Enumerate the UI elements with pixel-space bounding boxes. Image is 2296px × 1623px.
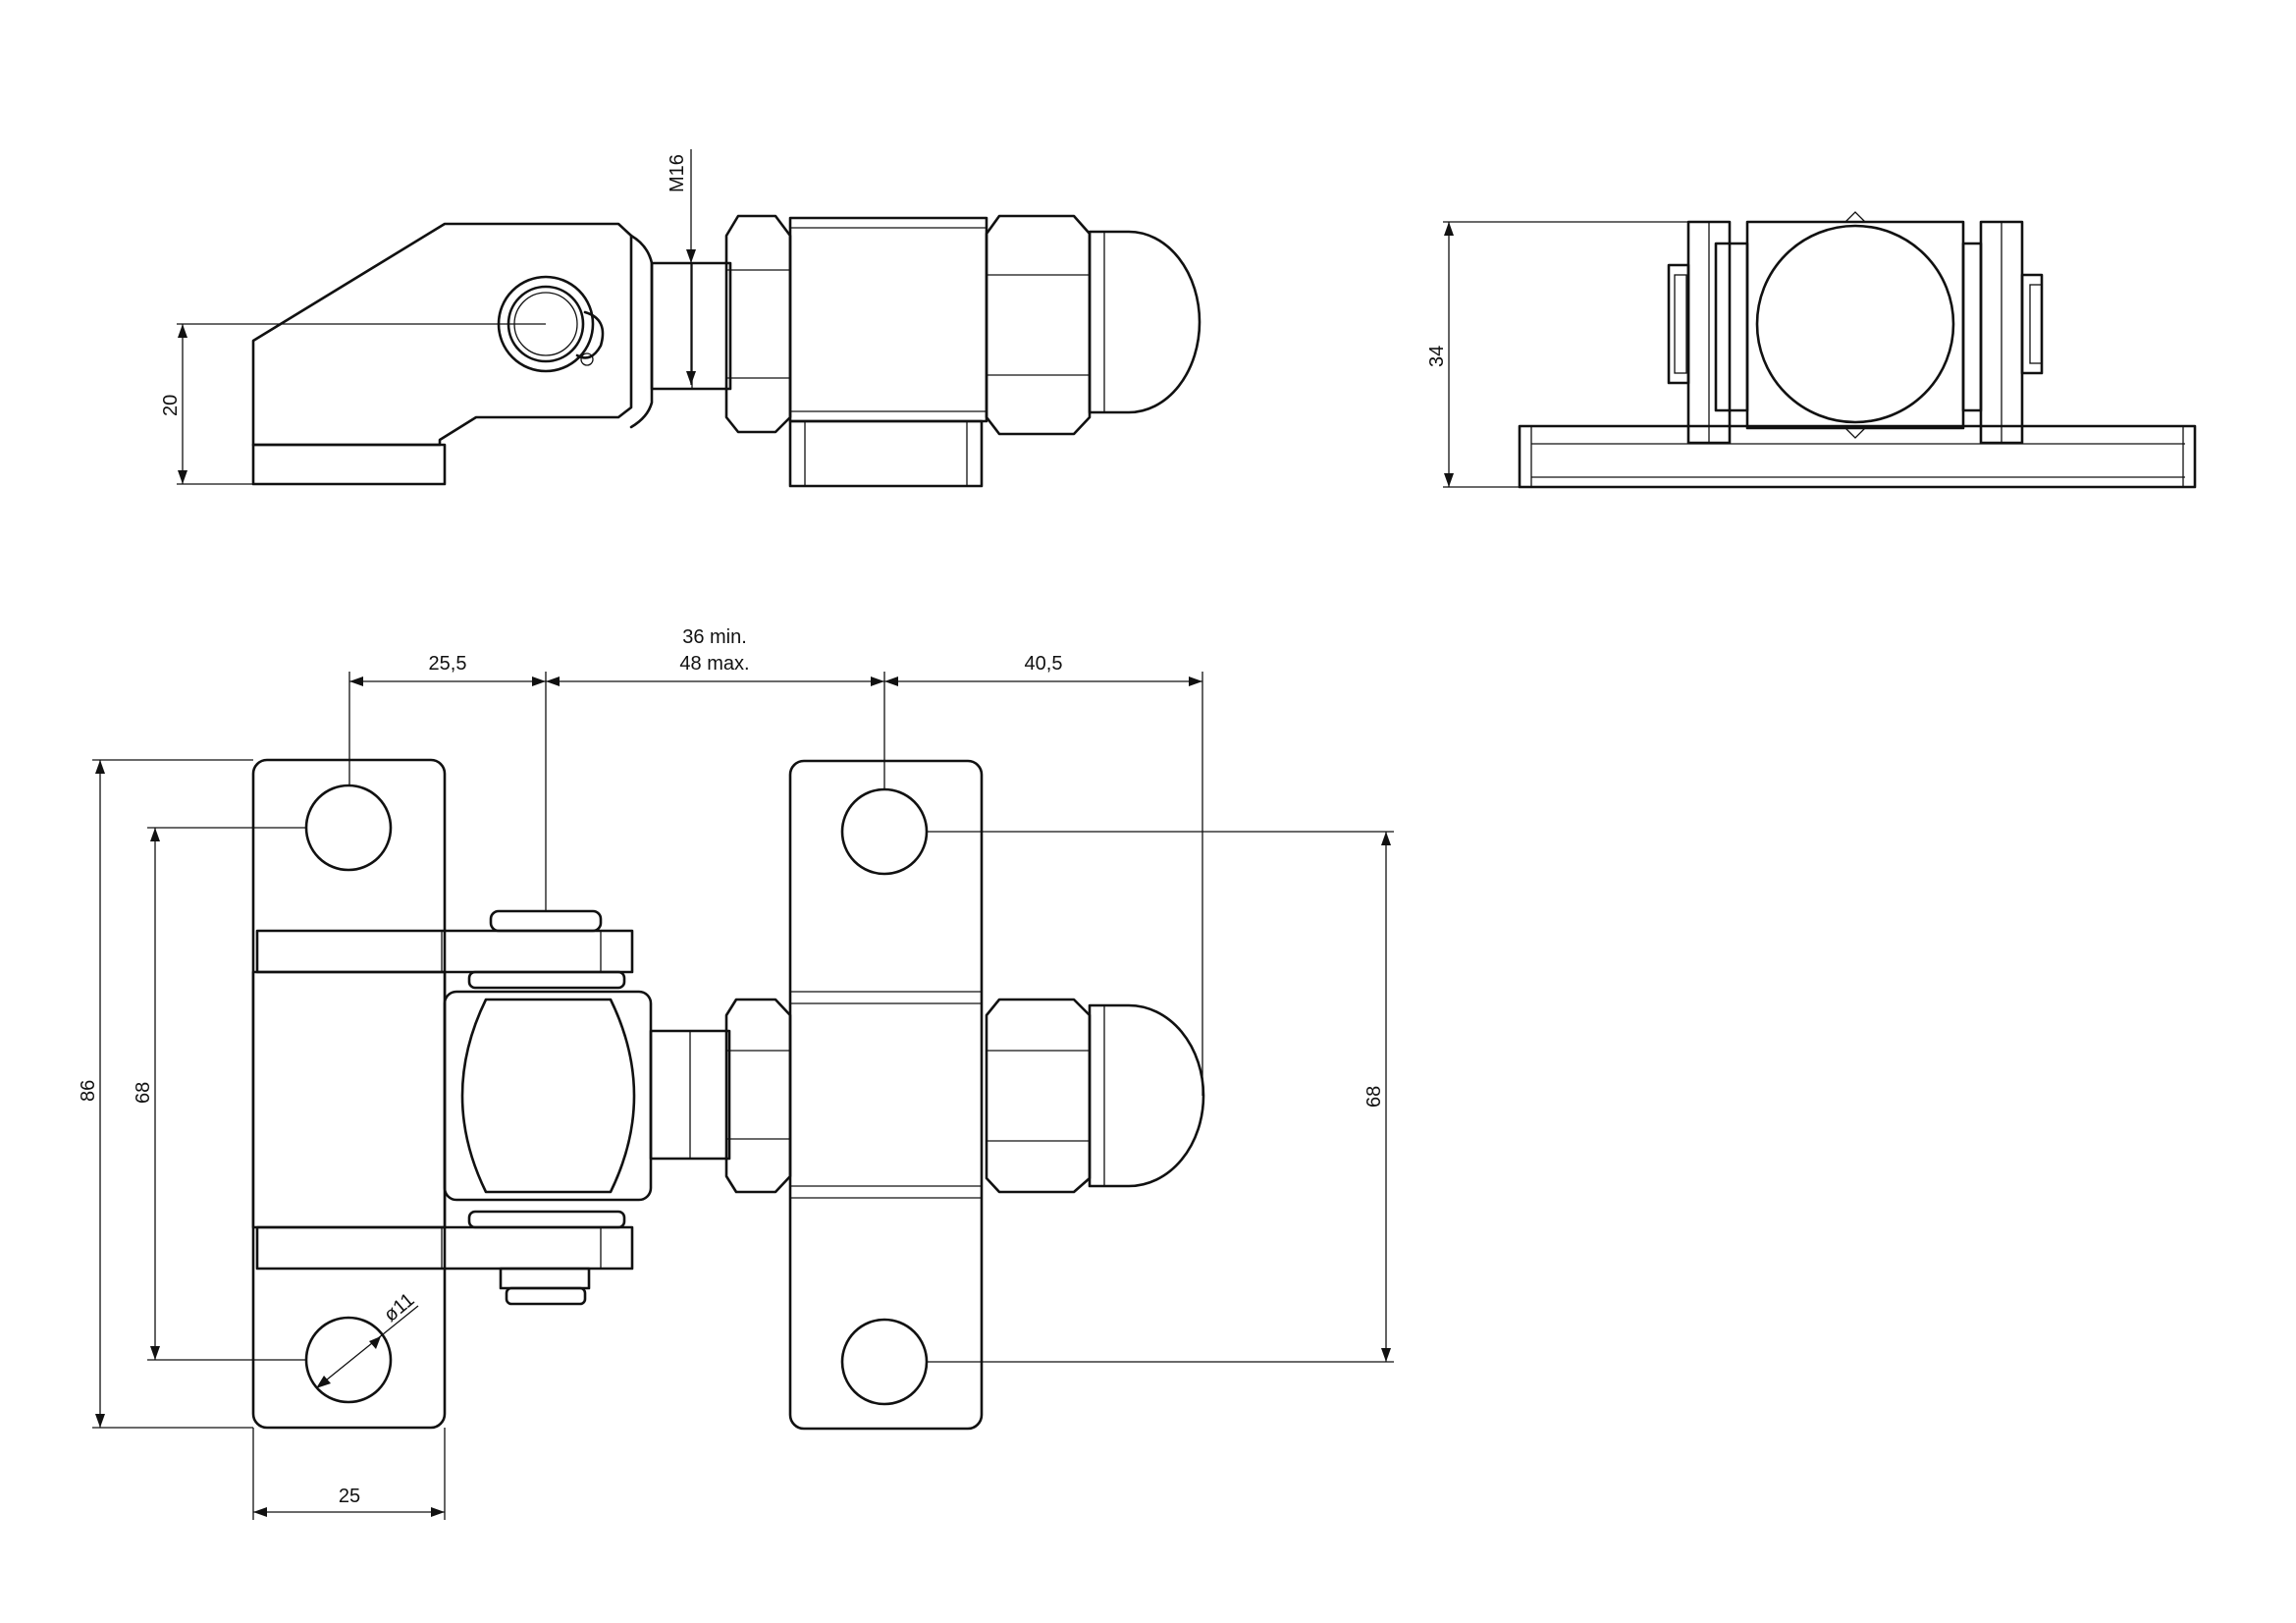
top-view: 25,5 36 min. 48 max. 40,5 86 68 68 ø11 [78,626,1394,1520]
dim-thread-label: M16 [667,154,688,192]
dim-right-hole-pitch-label: 68 [1363,1086,1385,1108]
dim-plate-width-label: 25 [339,1486,360,1507]
dim-left-hole-pitch-label: 68 [133,1082,154,1104]
end-right-pin [2020,273,2044,375]
end-base-plate [1518,424,2197,489]
side-lower-block [788,419,984,488]
top-lower-fork [255,1225,634,1271]
dim-overall-height-label: 86 [78,1080,99,1102]
side-retaining-clip [575,310,605,359]
side-hex-nut-right [985,214,1092,436]
top-right-plate [788,759,984,1431]
end-left-pin [1667,263,1690,385]
top-right-hole-upper [840,787,929,876]
top-hex-nut-left [724,998,792,1194]
side-view: M16 20 [160,149,1201,488]
dim-left-offset-label: 25,5 [429,653,467,675]
dim-hole-diameter-label: ø11 [380,1289,418,1326]
dim-gap-min-label: 36 min. [682,626,747,648]
end-housing [1745,220,1965,430]
top-left-hole-lower [304,1316,393,1404]
side-base-plate [251,443,447,486]
top-left-hole-upper [304,784,393,872]
top-pin-head [489,909,603,933]
side-connector [629,234,654,429]
dim-side-height-label: 20 [160,395,182,416]
dim-end-height-label: 34 [1426,346,1448,367]
side-barrel [788,216,988,423]
end-ball [1755,224,1955,424]
top-pin-end [499,1267,591,1290]
top-ball [460,998,636,1194]
dim-right-offset-label: 40,5 [1025,653,1063,675]
top-acorn-cap [1088,1003,1205,1188]
side-hex-nut-left [724,214,792,434]
side-clip-hole [580,352,594,366]
dim-gap-max-label: 48 max. [679,653,749,675]
top-hex-nut-right [985,998,1092,1194]
side-acorn-cap [1088,230,1201,414]
top-upper-fork [255,929,634,974]
side-bracket [251,222,633,447]
top-right-hole-lower [840,1318,929,1406]
end-view: 34 [1426,211,2197,489]
top-left-block [251,970,447,1229]
